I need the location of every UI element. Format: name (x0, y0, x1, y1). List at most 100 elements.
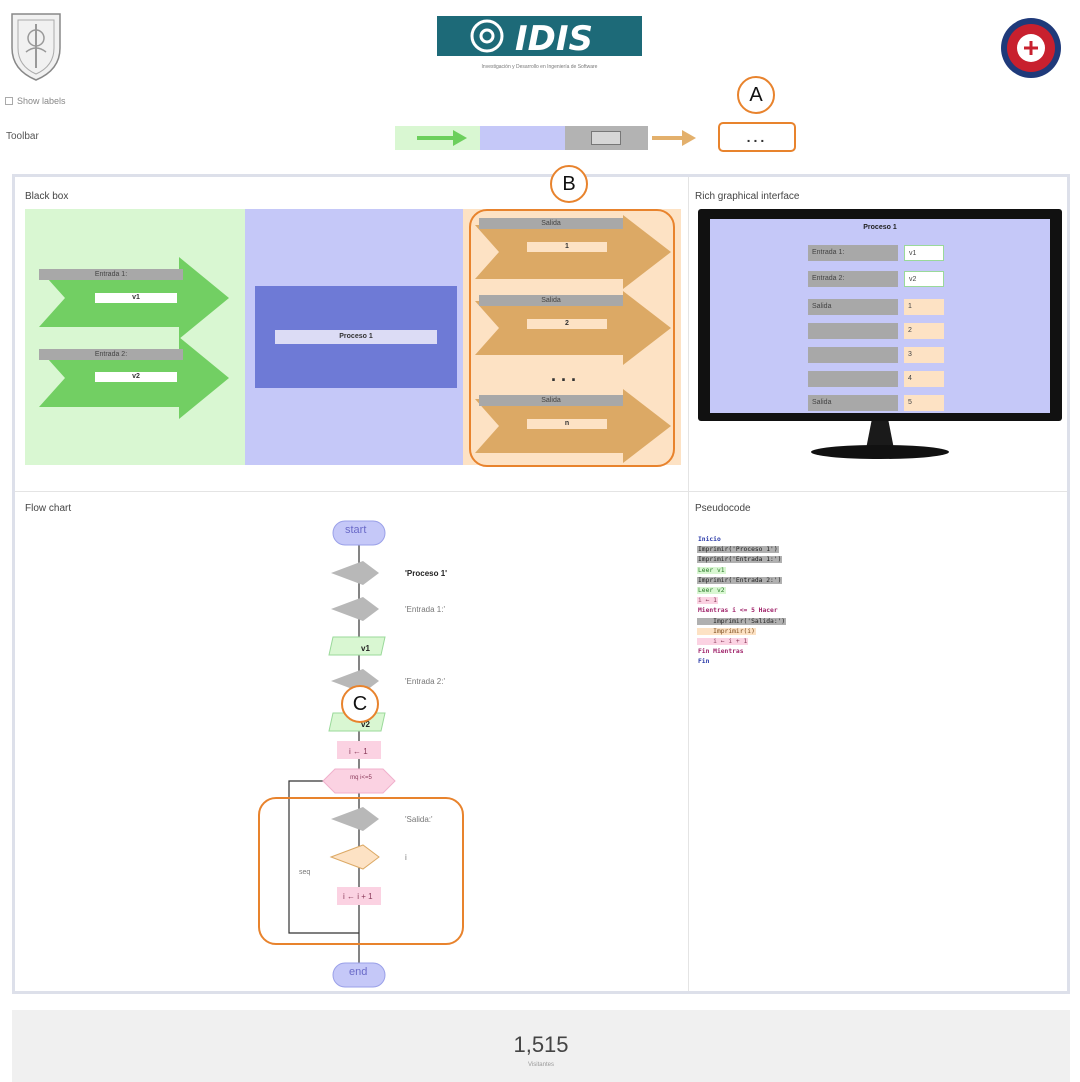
university-seal-logo (11, 13, 61, 81)
black-box-title: Black box (25, 191, 69, 202)
output-2-label: Salida (479, 295, 623, 306)
red-circular-emblem-logo (1001, 18, 1061, 78)
outputs-ellipsis: ... (551, 365, 582, 385)
monitor-bezel: Proceso 1 Entrada 1: v1 Entrada 2: v2 Sa… (698, 209, 1062, 421)
callout-a: A (737, 76, 775, 114)
screen-title: Proceso 1 (863, 224, 897, 231)
pseudocode-line: Mientras i <= 5 Hacer (698, 607, 778, 615)
pseudocode-line: i ← 1 (697, 597, 718, 605)
flow-print-salida: 'Salida:' (405, 815, 433, 824)
rgi-key: Salida (808, 299, 898, 315)
idis-logo: IDIS Investigación y Desarrollo en Ingen… (437, 12, 642, 78)
rgi-key (808, 371, 898, 387)
rgi-row: 4 (808, 371, 948, 387)
outputs-highlight-frame (469, 209, 675, 467)
rgi-row: Entrada 1: v1 (808, 245, 948, 261)
pseudocode-block: Inicio Imprimir('Proceso 1') Imprimir('E… (697, 535, 787, 668)
flow-chart-title: Flow chart (25, 503, 72, 514)
toolbar-more-button[interactable]: ... (718, 122, 796, 152)
checkbox-icon[interactable] (5, 97, 13, 105)
pseudocode-line: Imprimir('Salida:') (697, 617, 787, 625)
flow-loop-condition: mq i<=5 (350, 775, 372, 781)
idis-tagline: Investigación y Desarrollo en Ingeniería… (481, 64, 598, 70)
rgi-row: Salida 5 (808, 395, 948, 411)
pseudocode-line: Leer v1 (697, 566, 726, 574)
toolbar (395, 126, 703, 150)
rgi-key: Salida (808, 395, 898, 411)
output-2-value: 2 (527, 319, 607, 329)
black-box-inputs: Entrada 1: v1 Entrada 2: v2 (25, 209, 245, 465)
callout-b: B (550, 165, 588, 203)
flow-read-v1: v1 (361, 644, 370, 653)
pseudocode-line: Fin (698, 658, 710, 666)
rgi-value: 3 (904, 347, 944, 363)
flow-start-node[interactable]: start (345, 524, 367, 536)
orange-arrow-icon (652, 130, 696, 146)
pseudocode-line: Leer v2 (697, 587, 726, 595)
output-arrow-1 (475, 215, 671, 289)
monitor: Proceso 1 Entrada 1: v1 Entrada 2: v2 Sa… (695, 209, 1065, 471)
toolbar-output-button[interactable] (648, 126, 703, 150)
rgi-value: 5 (904, 395, 944, 411)
green-arrow-icon (417, 130, 467, 146)
vertical-divider (688, 177, 689, 991)
flow-read-v2: v2 (361, 720, 370, 729)
input-1-value: v1 (95, 293, 177, 303)
flow-loop-label: seq (299, 869, 311, 876)
flow-end-node[interactable]: end (349, 966, 368, 978)
rgi-row: Entrada 2: v2 (808, 271, 948, 287)
svg-text:IDIS: IDIS (515, 19, 593, 59)
input-2-value: v2 (95, 372, 177, 382)
main-panel: Black box Entrada 1: v1 Entrada 2: v2 Pr… (12, 174, 1070, 994)
rgi-input-field[interactable]: v2 (904, 271, 944, 287)
toolbar-input-button[interactable] (395, 126, 480, 150)
show-labels-text: Show labels (17, 96, 66, 106)
monitor-base (811, 445, 949, 459)
toolbar-io-button[interactable] (565, 126, 648, 150)
process-label: Proceso 1 (275, 330, 437, 344)
io-box-icon (591, 131, 621, 145)
pseudocode-line: Imprimir(i) (697, 627, 756, 635)
show-labels-toggle[interactable]: Show labels (5, 96, 66, 106)
pseudocode-line: i ← i + 1 (697, 638, 749, 646)
black-box-outputs: Salida 1 Salida 2 Salida n (463, 209, 681, 465)
input-2-label: Entrada 2: (39, 349, 183, 360)
rgi-row: Salida 1 (808, 299, 948, 315)
callout-c: C (341, 685, 379, 723)
loop-highlight-frame (258, 797, 464, 945)
pseudocode-title: Pseudocode (695, 503, 751, 514)
rgi-value: 4 (904, 371, 944, 387)
rgi-value: 1 (904, 299, 944, 315)
pseudocode-line: Inicio (698, 536, 721, 543)
monitor-screen: Proceso 1 Entrada 1: v1 Entrada 2: v2 Sa… (710, 219, 1050, 413)
rgi-row: 3 (808, 347, 948, 363)
pseudocode-line: Imprimir('Proceso 1') (697, 546, 779, 554)
flow-assign-i: i ← 1 (349, 747, 368, 756)
output-n-value: n (527, 419, 607, 429)
process-box: Proceso 1 (255, 286, 457, 388)
rgi-key: Entrada 1: (808, 245, 898, 261)
visitor-count: 1,515 (513, 1032, 569, 1057)
horizontal-divider (15, 491, 1067, 492)
visitor-counter: 1,515 Visitantes (12, 1010, 1070, 1082)
output-n-label: Salida (479, 395, 623, 406)
toolbar-process-button[interactable] (480, 126, 565, 150)
rgi-value: 2 (904, 323, 944, 339)
flow-print-process: 'Proceso 1' (405, 569, 448, 578)
rgi-row: 2 (808, 323, 948, 339)
visitor-count-label: Visitantes (528, 1062, 554, 1068)
rgi-input-field[interactable]: v1 (904, 245, 944, 261)
rgi-key (808, 323, 898, 339)
flow-print-i: i (405, 853, 407, 862)
rgi-key: Entrada 2: (808, 271, 898, 287)
flow-print-entrada1: 'Entrada 1:' (405, 605, 445, 614)
monitor-stand (866, 421, 894, 447)
rich-interface-title: Rich graphical interface (695, 191, 800, 202)
pseudocode-line: Imprimir('Entrada 1:') (697, 556, 783, 564)
pseudocode-line: Imprimir('Entrada 2:') (697, 576, 783, 584)
toolbar-label: Toolbar (6, 131, 39, 142)
input-1-label: Entrada 1: (39, 269, 183, 280)
rgi-key (808, 347, 898, 363)
pseudocode-line: Fin Mientras (698, 648, 744, 656)
flow-increment: i ← i + 1 (343, 892, 373, 901)
